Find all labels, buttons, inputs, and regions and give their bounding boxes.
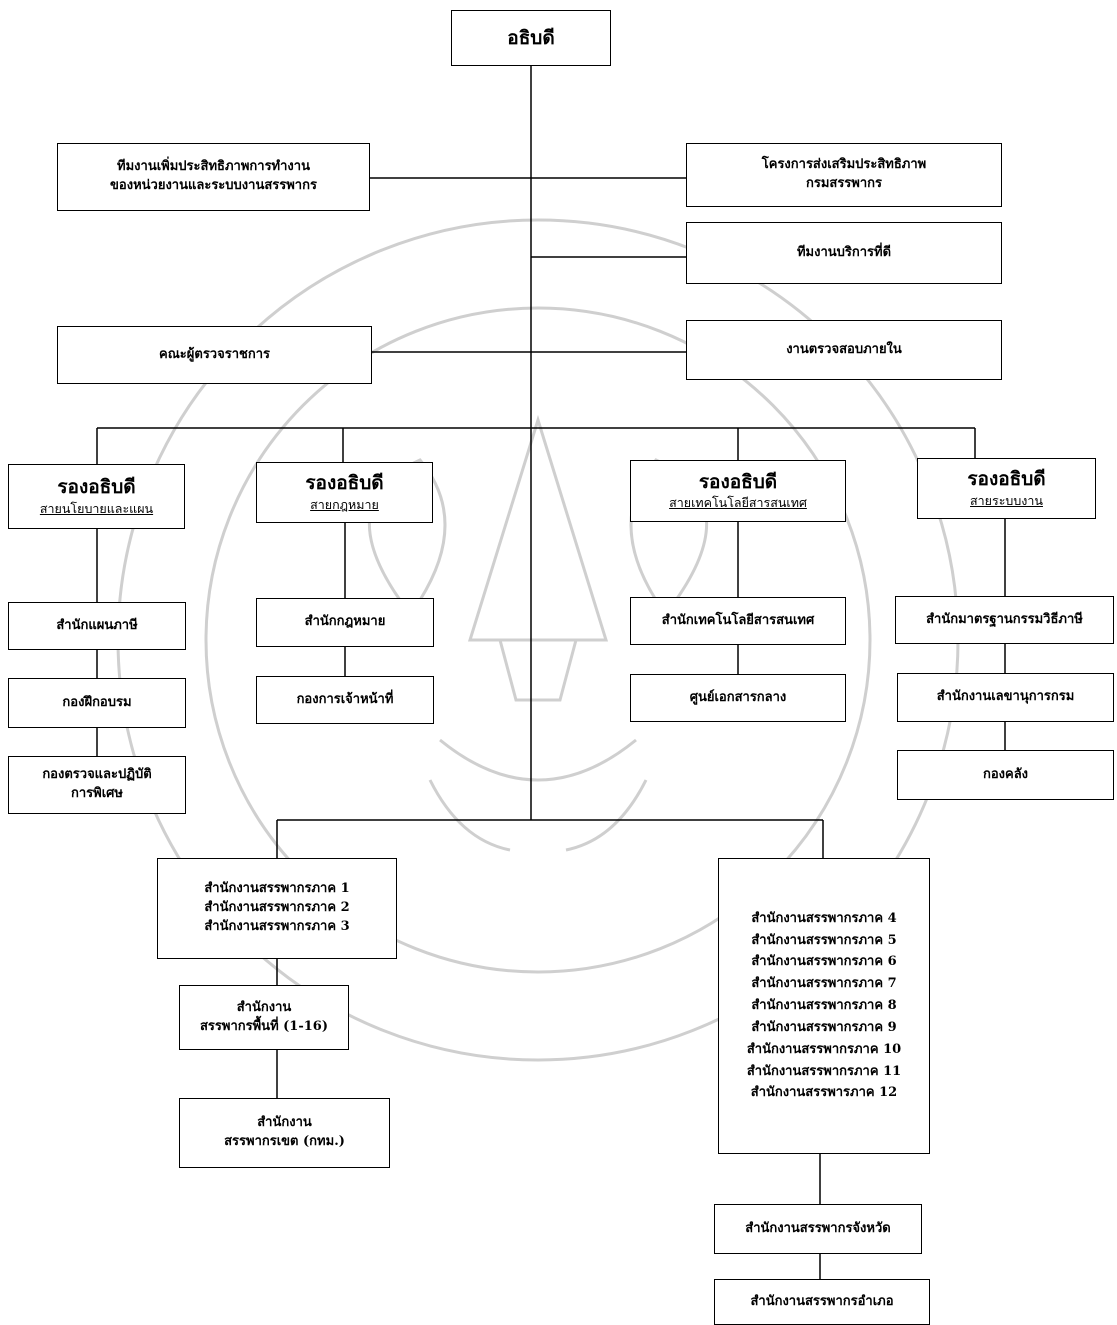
area-office-box: สำนักงาน สรรพากรพื้นที่ (1-16) bbox=[179, 985, 349, 1050]
staff-box-internal-audit: งานตรวจสอบภายใน bbox=[686, 320, 1002, 380]
region-item: สำนักงานสรรพากรภาค 8 bbox=[751, 998, 897, 1014]
region-item: สำนักงานสรรพากรภาค 4 bbox=[751, 910, 897, 926]
unit-label: การพิเศษ bbox=[71, 786, 123, 801]
staff-line: ของหน่วยงานและระบบงานสรรพากร bbox=[110, 178, 317, 193]
deputy-line: สายเทคโนโลยีสารสนเทศ bbox=[669, 495, 807, 511]
unit-label: ศูนย์เอกสารกลาง bbox=[689, 689, 787, 705]
unit-label: กองคลัง bbox=[982, 766, 1029, 782]
unit-box-tax-planning: สำนักแผนภาษี bbox=[8, 602, 186, 650]
province-office-box: สำนักงานสรรพากรจังหวัด bbox=[714, 1204, 922, 1254]
staff-line: ทีมงานเพิ่มประสิทธิภาพการทำงาน bbox=[117, 159, 310, 175]
province-office-label: สำนักงานสรรพากรจังหวัด bbox=[745, 1220, 891, 1236]
amphoe-office-label: สำนักงานสรรพากรอำเภอ bbox=[750, 1293, 894, 1309]
unit-box-secretariat: สำนักงานเลขานุการกรม bbox=[897, 673, 1114, 722]
director-title: อธิบดี bbox=[507, 26, 555, 49]
deputy-box-policy: รองอธิบดี สายนโยบายและแผน bbox=[8, 464, 185, 529]
staff-line: โครงการส่งเสริมประสิทธิภาพ bbox=[761, 157, 927, 173]
deputy-box-law: รองอธิบดี สายกฎหมาย bbox=[256, 462, 433, 523]
region-item: สำนักงานสรรพารภาค 12 bbox=[750, 1085, 898, 1101]
district-office-line: สรรพากรเขต (กทม.) bbox=[224, 1134, 345, 1149]
unit-box-personnel: กองการเจ้าหน้าที่ bbox=[256, 676, 434, 724]
staff-line: งานตรวจสอบภายใน bbox=[786, 341, 902, 357]
staff-box-service-team: ทีมงานบริการที่ดี bbox=[686, 222, 1002, 284]
region-item: สำนักงานสรรพากรภาค 9 bbox=[751, 1019, 897, 1035]
staff-box-inspectors: คณะผู้ตรวจราชการ bbox=[57, 326, 372, 384]
region-item: สำนักงานสรรพากรภาค 6 bbox=[751, 954, 897, 970]
region-item: สำนักงานสรรพากรภาค 10 bbox=[746, 1041, 902, 1057]
unit-label: กองตรวจและปฏิบัติ bbox=[42, 767, 152, 783]
staff-line: คณะผู้ตรวจราชการ bbox=[159, 346, 270, 362]
region-item: สำนักงานสรรพากรภาค 1 bbox=[204, 881, 350, 897]
deputy-title: รองอธิบดี bbox=[698, 470, 778, 493]
unit-label: สำนักกฎหมาย bbox=[304, 614, 386, 630]
deputy-box-systems: รองอธิบดี สายระบบงาน bbox=[917, 458, 1096, 519]
deputy-box-it: รองอธิบดี สายเทคโนโลยีสารสนเทศ bbox=[630, 460, 846, 522]
deputy-line: สายนโยบายและแผน bbox=[39, 500, 154, 516]
deputy-line: สายกฎหมาย bbox=[310, 496, 379, 512]
unit-box-tax-standards: สำนักมาตรฐานกรรมวิธีภาษี bbox=[895, 596, 1114, 644]
area-office-line: สำนักงาน bbox=[236, 999, 292, 1015]
region-item: สำนักงานสรรพากรภาค 3 bbox=[204, 918, 350, 934]
staff-line: ทีมงานบริการที่ดี bbox=[796, 244, 892, 260]
staff-box-efficiency-project: โครงการส่งเสริมประสิทธิภาพ กรมสรรพากร bbox=[686, 143, 1002, 207]
unit-box-treasury: กองคลัง bbox=[897, 750, 1114, 800]
staff-box-efficiency-team: ทีมงานเพิ่มประสิทธิภาพการทำงาน ของหน่วยง… bbox=[57, 143, 370, 211]
region-item: สำนักงานสรรพากรภาค 2 bbox=[204, 900, 350, 916]
unit-label: สำนักเทคโนโลยีสารสนเทศ bbox=[661, 612, 815, 628]
unit-box-special-operations: กองตรวจและปฏิบัติ การพิเศษ bbox=[8, 756, 186, 814]
unit-box-legal-bureau: สำนักกฎหมาย bbox=[256, 598, 434, 647]
area-office-line: สรรพากรพื้นที่ (1-16) bbox=[199, 1018, 328, 1034]
unit-label: สำนักแผนภาษี bbox=[56, 617, 138, 633]
unit-label: สำนักงานเลขานุการกรม bbox=[936, 689, 1075, 705]
amphoe-office-box: สำนักงานสรรพากรอำเภอ bbox=[714, 1279, 930, 1325]
region-item: สำนักงานสรรพากรภาค 11 bbox=[746, 1063, 902, 1079]
regions-box-right: สำนักงานสรรพากรภาค 4 สำนักงานสรรพากรภาค … bbox=[718, 858, 930, 1154]
deputy-line: สายระบบงาน bbox=[970, 492, 1043, 508]
deputy-title: รองอธิบดี bbox=[305, 472, 384, 495]
unit-label: กองการเจ้าหน้าที่ bbox=[296, 691, 394, 707]
unit-label: กองฝึกอบรม bbox=[62, 694, 132, 710]
unit-box-it-bureau: สำนักเทคโนโลยีสารสนเทศ bbox=[630, 597, 846, 645]
deputy-title: รองอธิบดี bbox=[967, 468, 1046, 491]
staff-line: กรมสรรพากร bbox=[805, 176, 883, 191]
unit-box-training: กองฝึกอบรม bbox=[8, 678, 186, 728]
district-office-line: สำนักงาน bbox=[257, 1115, 312, 1131]
regions-box-left: สำนักงานสรรพากรภาค 1 สำนักงานสรรพากรภาค … bbox=[157, 858, 397, 959]
director-box: อธิบดี bbox=[451, 10, 611, 66]
unit-box-document-center: ศูนย์เอกสารกลาง bbox=[630, 674, 846, 722]
region-item: สำนักงานสรรพากรภาค 5 bbox=[751, 932, 897, 948]
district-office-box: สำนักงาน สรรพากรเขต (กทม.) bbox=[179, 1098, 390, 1168]
region-item: สำนักงานสรรพากรภาค 7 bbox=[751, 976, 897, 992]
deputy-title: รองอธิบดี bbox=[57, 476, 136, 499]
unit-label: สำนักมาตรฐานกรรมวิธีภาษี bbox=[926, 611, 1083, 627]
